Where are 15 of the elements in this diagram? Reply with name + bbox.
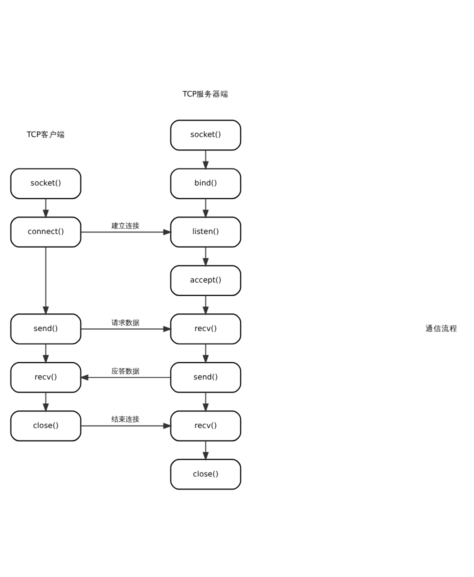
arrow [80,326,172,332]
arrow [202,440,209,461]
arrow [42,344,49,364]
arrow [80,228,172,236]
arrow [202,198,209,219]
arrow [202,344,209,364]
arrow [202,392,209,412]
arrow [42,198,49,219]
arrow [202,150,209,170]
arrow [80,422,172,429]
arrow [79,374,172,381]
arrow [202,246,209,268]
arrow [202,295,209,316]
arrow [42,246,49,316]
arrow [42,392,49,412]
